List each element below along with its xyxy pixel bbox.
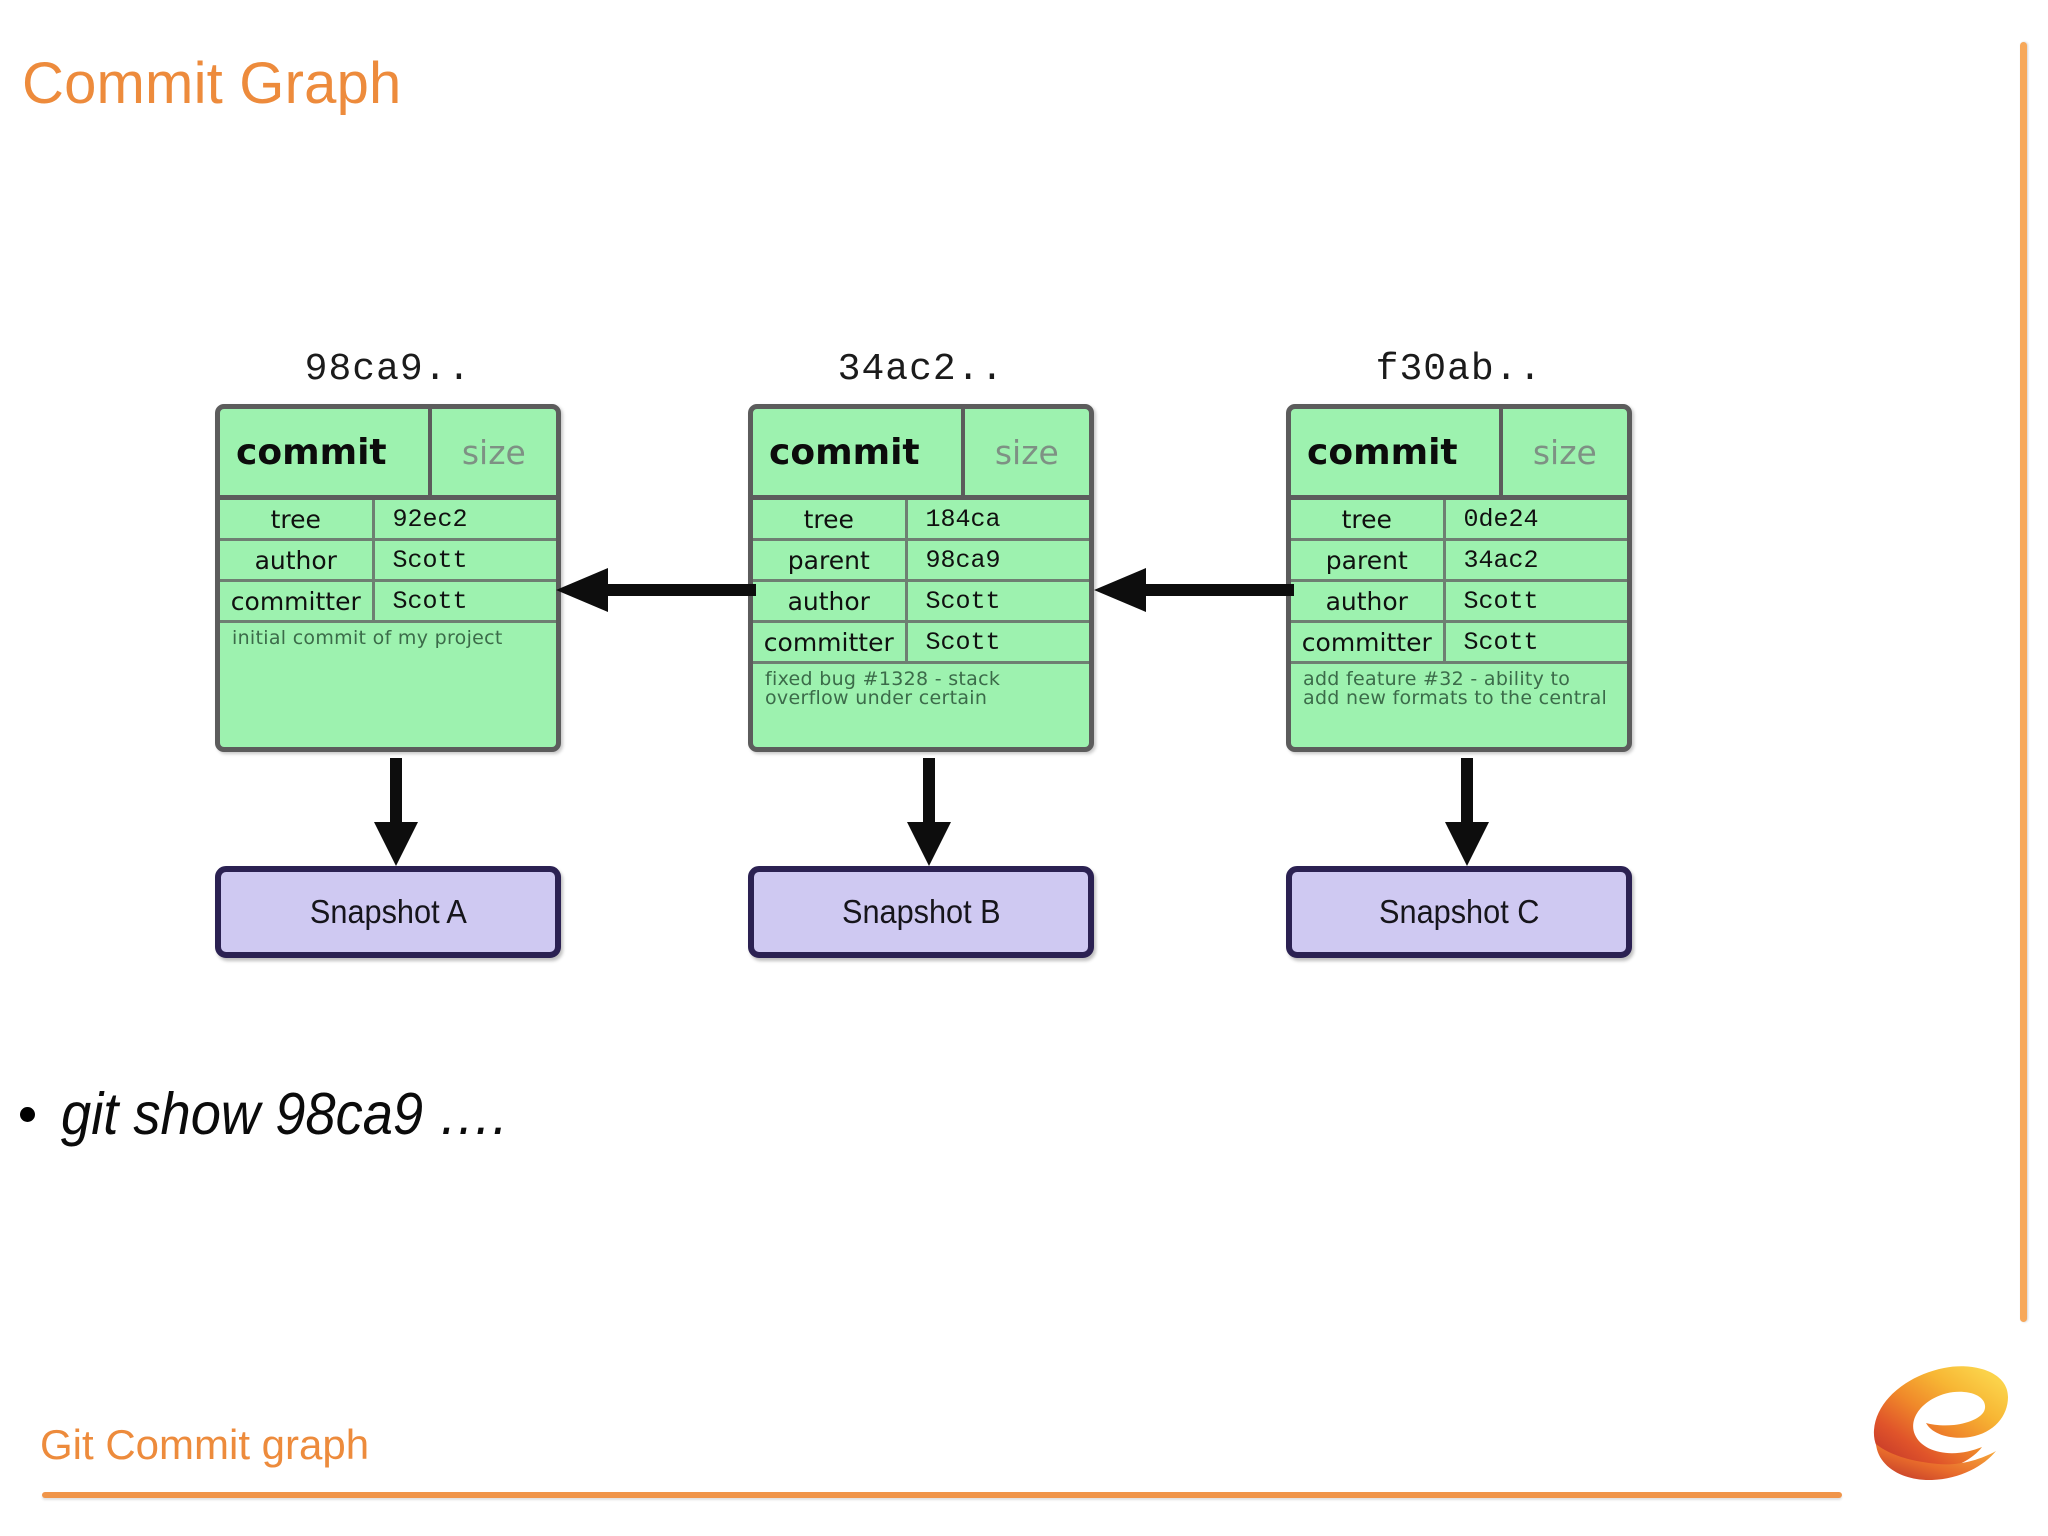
parent-arrow-2-to-1 (556, 568, 756, 612)
bullet-item-text: git show 98ca9 …. (61, 1081, 508, 1147)
commit-field-row: tree 184ca (753, 500, 1089, 541)
commit-type-label-3: commit (1291, 409, 1503, 495)
commit-field-row: author Scott (753, 582, 1089, 623)
field-value: Scott (1463, 586, 1539, 616)
snapshot-arrow-2 (907, 758, 951, 866)
field-value: Scott (392, 586, 468, 616)
bullet-list: git show 98ca9 …. (20, 1080, 546, 1148)
commit-message-2: fixed bug #1328 - stack overflow under c… (765, 668, 1001, 709)
commit-field-row: parent 98ca9 (753, 541, 1089, 582)
commit-field-row: tree 92ec2 (220, 500, 556, 541)
field-key: author (1291, 582, 1446, 620)
commit-message-3: add feature #32 - ability to add new for… (1303, 668, 1608, 709)
field-key: author (753, 582, 908, 620)
parent-arrow-3-to-2 (1094, 568, 1294, 612)
footer-title: Git Commit graph (40, 1421, 370, 1468)
commit-field-row: committer Scott (753, 623, 1089, 664)
commit-field-rows-3: tree 0de24 parent 34ac2 author Scott com… (1291, 500, 1627, 747)
field-key: tree (753, 500, 908, 538)
field-value: 98ca9 (925, 545, 1001, 575)
field-value: Scott (392, 545, 468, 575)
commit-field-row: author Scott (1291, 582, 1627, 623)
commit-size-label-1: size (461, 432, 526, 472)
field-key: committer (1291, 623, 1446, 661)
commit-hash-label-1: 98ca9.. (304, 348, 472, 391)
commit-field-row: author Scott (220, 541, 556, 582)
snapshot-arrow-3 (1445, 758, 1489, 866)
snapshot-label: Snapshot C (1378, 893, 1540, 930)
commit-field-row: parent 34ac2 (1291, 541, 1627, 582)
commit-hash-label-2: 34ac2.. (837, 348, 1005, 391)
field-key: committer (220, 582, 375, 620)
commit-box-1[interactable]: commit size tree 92ec2 author Scott comm… (215, 404, 561, 752)
bullet-marker-icon (20, 1107, 35, 1122)
field-value: Scott (925, 627, 1001, 657)
snapshot-box-a[interactable]: Snapshot A (215, 866, 561, 958)
commit-hash-label-3: f30ab.. (1375, 348, 1543, 391)
commit-type-label-1: commit (220, 409, 432, 495)
commit-box-header-1: commit size (220, 409, 556, 500)
commit-size-label-3: size (1532, 432, 1597, 472)
footer-rule (42, 1492, 1842, 1498)
snapshot-label: Snapshot A (309, 893, 467, 930)
commit-box-3[interactable]: commit size tree 0de24 parent 34ac2 auth… (1286, 404, 1632, 752)
snapshot-box-c[interactable]: Snapshot C (1286, 866, 1632, 958)
field-value: 184ca (925, 504, 1001, 534)
field-value: Scott (1463, 627, 1539, 657)
commit-field-rows-1: tree 92ec2 author Scott committer Scott … (220, 500, 556, 747)
commit-box-header-3: commit size (1291, 409, 1627, 500)
field-value: Scott (925, 586, 1001, 616)
commit-field-row: committer Scott (1291, 623, 1627, 664)
field-key: tree (220, 500, 375, 538)
field-key: tree (1291, 500, 1446, 538)
commit-field-row: tree 0de24 (1291, 500, 1627, 541)
field-value: 0de24 (1463, 504, 1539, 534)
snapshot-arrow-1 (374, 758, 418, 866)
snapshot-label: Snapshot B (841, 893, 1001, 930)
commit-field-rows-2: tree 184ca parent 98ca9 author Scott com… (753, 500, 1089, 747)
commit-size-label-2: size (994, 432, 1059, 472)
commit-type-label-2: commit (753, 409, 965, 495)
commit-box-header-2: commit size (753, 409, 1089, 500)
commit-box-2[interactable]: commit size tree 184ca parent 98ca9 auth… (748, 404, 1094, 752)
field-value: 92ec2 (392, 504, 468, 534)
page-title: Commit Graph (22, 51, 402, 116)
field-key: author (220, 541, 375, 579)
commit-message-1: initial commit of my project (232, 627, 503, 649)
field-key: parent (753, 541, 908, 579)
field-key: parent (1291, 541, 1446, 579)
commit-field-row: committer Scott (220, 582, 556, 623)
snapshot-box-b[interactable]: Snapshot B (748, 866, 1094, 958)
e-logo (1858, 1348, 2034, 1508)
field-value: 34ac2 (1463, 545, 1539, 575)
right-edge-rule (2020, 42, 2027, 1322)
field-key: committer (753, 623, 908, 661)
